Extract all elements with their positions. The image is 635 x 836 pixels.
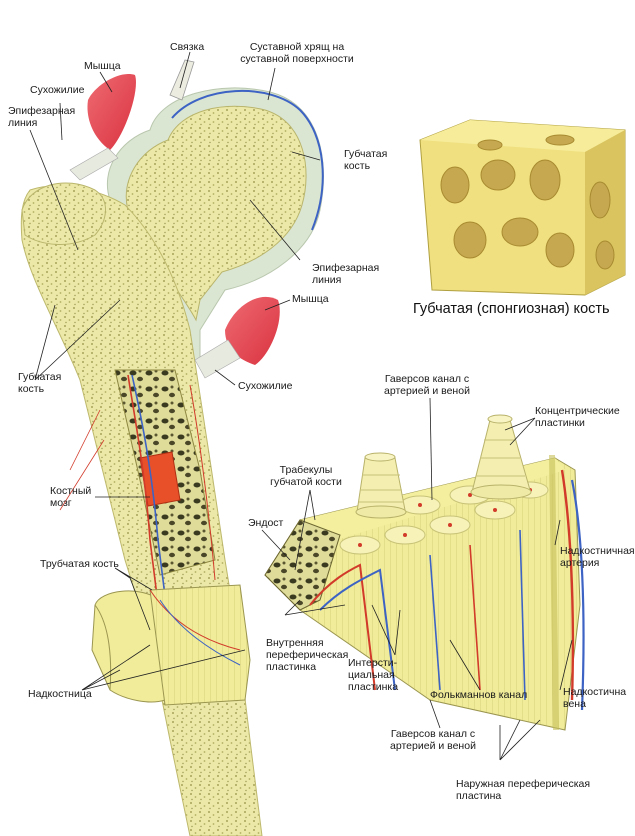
label-muscle-mid: Мышца [292,293,329,305]
label-muscle-top: Мышца [84,60,121,72]
leader-lines [29,51,573,761]
osteon-tower-left [355,452,407,519]
label-articular-cartilage: Суставной хрящ на суставной поверхности [240,41,354,65]
label-epiphyseal-line-right: Эпифезарная линия [312,262,380,286]
label-inner-circumferential-lamella: Внутренняя переферическая пластинка [266,637,349,673]
label-bone-marrow: Костный мозг [50,485,92,509]
osteon-tower-right [470,414,532,500]
label-endosteum: Эндост [248,517,284,529]
label-volkmann-canal: Фолькманнов канал [430,689,528,701]
label-interstitial-lamella: Интерсти- циальная пластинка [348,657,399,693]
label-tendon-mid: Сухожилие [238,380,293,392]
label-epiphyseal-line-left: Эпифезарная линия [8,105,76,129]
label-spongy-bone-left: Губчатая кость [18,371,62,395]
label-spongy-bone-right: Губчатая кость [344,148,388,172]
label-haversian-canal-bottom: Гаверсов канал с артерией и веной [390,728,476,752]
cortical-bone-section [264,414,585,731]
label-outer-circumferential-lamella: Наружная переферическая пластина [456,778,591,802]
label-trabeculae: Трабекулы губчатой кости [270,464,342,488]
muscle-top [69,74,136,181]
label-haversian-canal-top: Гаверсов канал с артерией и веной [384,373,470,397]
label-periosteal-artery: Надкостничная артерия [560,545,635,569]
shaft-cross-section [149,584,251,706]
label-periosteal-vein: Надкостична вена [563,686,627,710]
label-periosteum: Надкостница [28,688,92,700]
label-ligament: Связка [170,41,205,53]
label-tendon-top: Сухожилие [30,84,85,96]
spongy-bone-cube [419,119,626,296]
label-compact-bone: Трубчатая кость [40,558,119,570]
muscle-mid [194,296,280,379]
label-concentric-lamellae: Концентрические пластинки [535,405,620,429]
spongy-bone-title: Губчатая (спонгиозная) кость [413,301,610,317]
